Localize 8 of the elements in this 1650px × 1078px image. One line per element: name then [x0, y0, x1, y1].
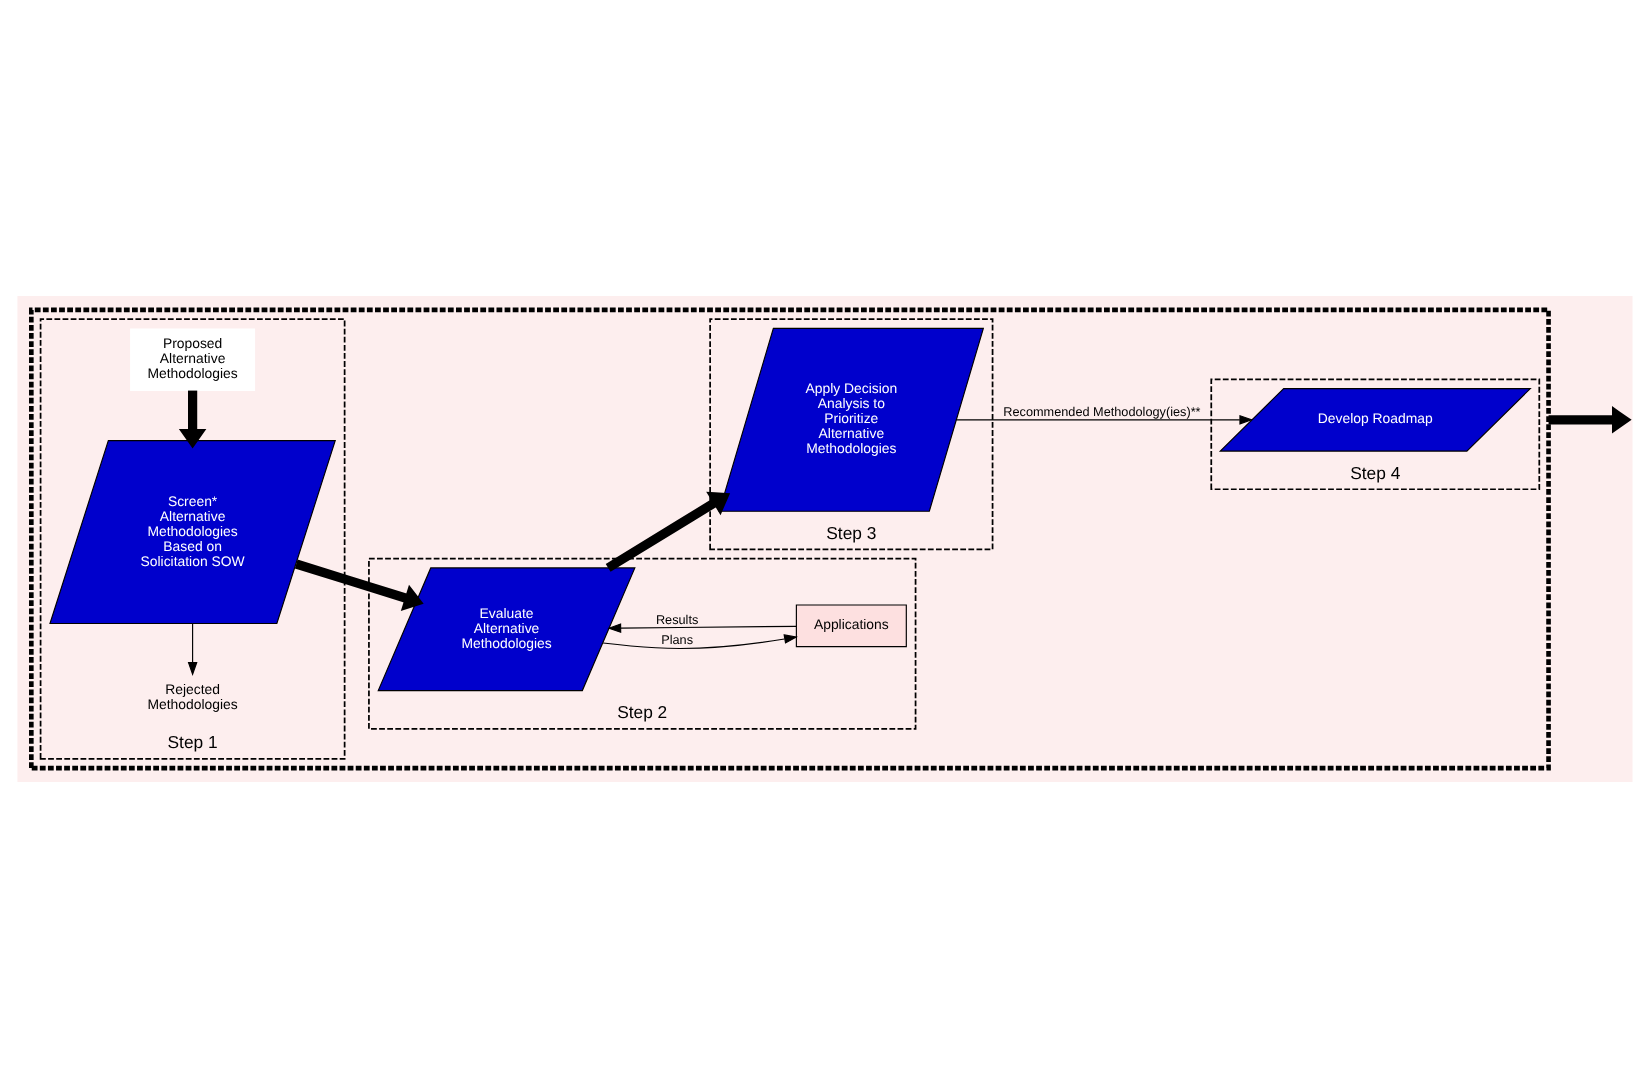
arrow	[955, 414, 1254, 425]
arrow	[602, 634, 798, 650]
arrow	[178, 390, 207, 449]
arrow	[607, 623, 797, 633]
arrow	[187, 623, 198, 676]
cluster	[29, 307, 1551, 771]
arrow	[294, 559, 424, 612]
arrow	[605, 491, 731, 572]
